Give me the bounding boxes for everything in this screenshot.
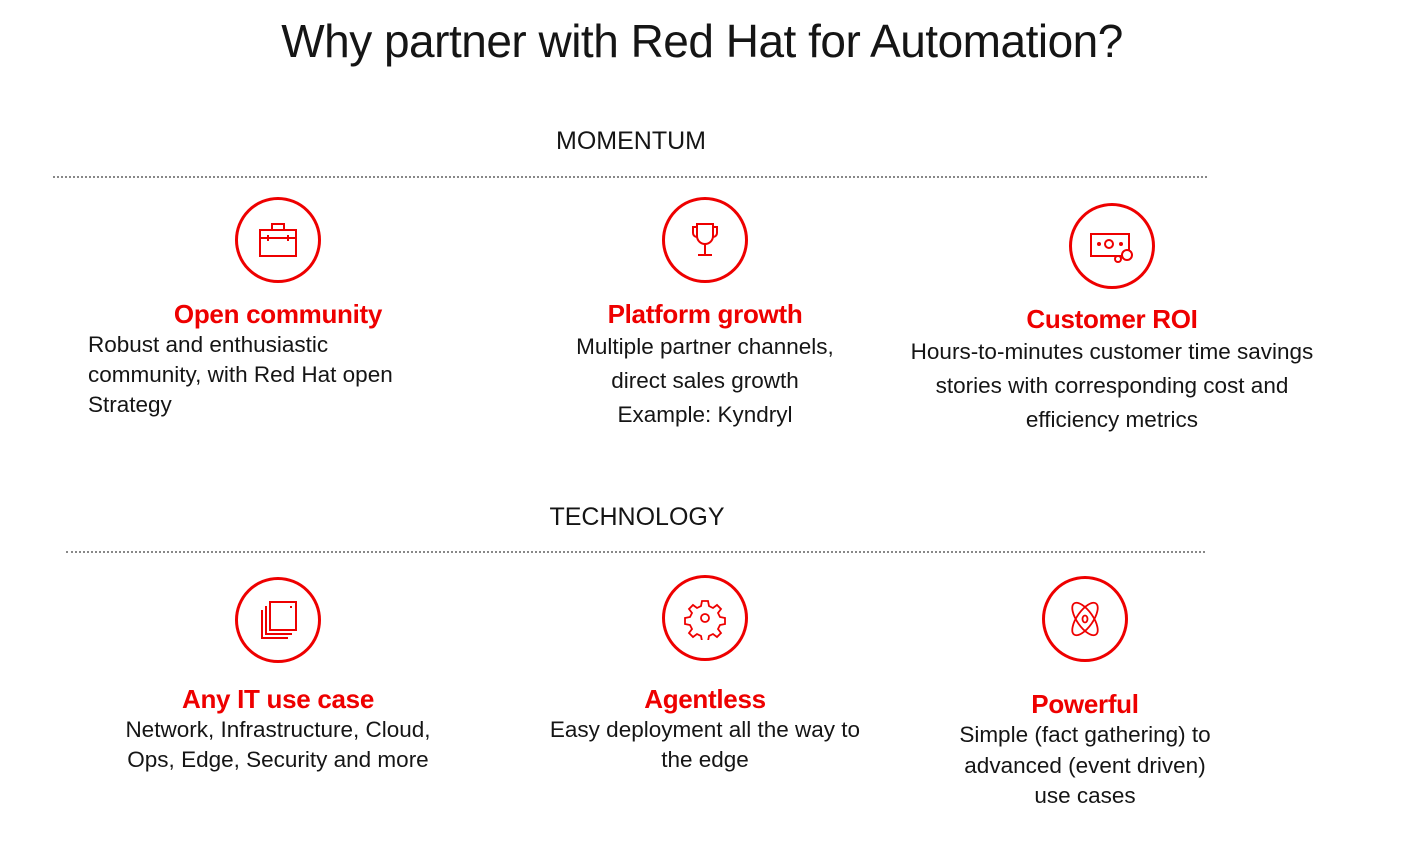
section-label-momentum: MOMENTUM [556,127,706,155]
card-customer-roi: Customer ROI Hours-to-minutes customer t… [872,303,1352,437]
divider [53,176,1207,178]
card-text: Robust and enthusiastic [88,332,329,357]
divider [66,551,1205,553]
stacked-windows-icon [235,577,321,663]
card-text: use cases [1034,783,1136,808]
atom-icon [1042,576,1128,662]
card-text: Ops, Edge, Security and more [127,747,429,772]
gear-icon [662,575,748,661]
card-text: Simple (fact gathering) to [959,722,1211,747]
card-heading: Powerful [1031,689,1139,719]
card-text: Network, Infrastructure, Cloud, [125,717,431,742]
card-powerful: Powerful Simple (fact gathering) to advan… [845,688,1325,812]
trophy-icon [662,197,748,283]
card-text: Easy deployment all the way to [549,717,861,742]
card-text: efficiency metrics [1025,407,1199,432]
card-text: Example: Kyndryl [617,402,793,427]
briefcase-icon [235,197,321,283]
card-text: the edge [661,747,749,772]
card-agentless: Agentless Easy deployment all the way to… [465,683,945,775]
card-text: Hours-to-minutes customer time savings [910,339,1314,364]
card-heading: Customer ROI [1026,304,1198,334]
section-label-technology: TECHNOLOGY [549,503,725,531]
card-heading: Any IT use case [181,684,375,714]
card-text: Multiple partner channels, [576,334,834,359]
page-title: Why partner with Red Hat for Automation? [281,15,1123,67]
card-text: direct sales growth [611,368,799,393]
card-open-community: Open community Robust and enthusiastic co… [38,298,518,420]
card-heading: Agentless [644,684,766,714]
card-text: Strategy [88,392,172,417]
card-heading: Open community [173,299,383,329]
card-any-it-use-case: Any IT use case Network, Infrastructure,… [38,683,518,775]
card-text: stories with corresponding cost and [935,373,1289,398]
money-icon [1069,203,1155,289]
card-heading: Platform growth [607,299,803,329]
card-text: community, with Red Hat open [88,362,393,387]
card-platform-growth: Platform growth Multiple partner channel… [465,298,945,432]
card-text: advanced (event driven) [964,752,1206,778]
